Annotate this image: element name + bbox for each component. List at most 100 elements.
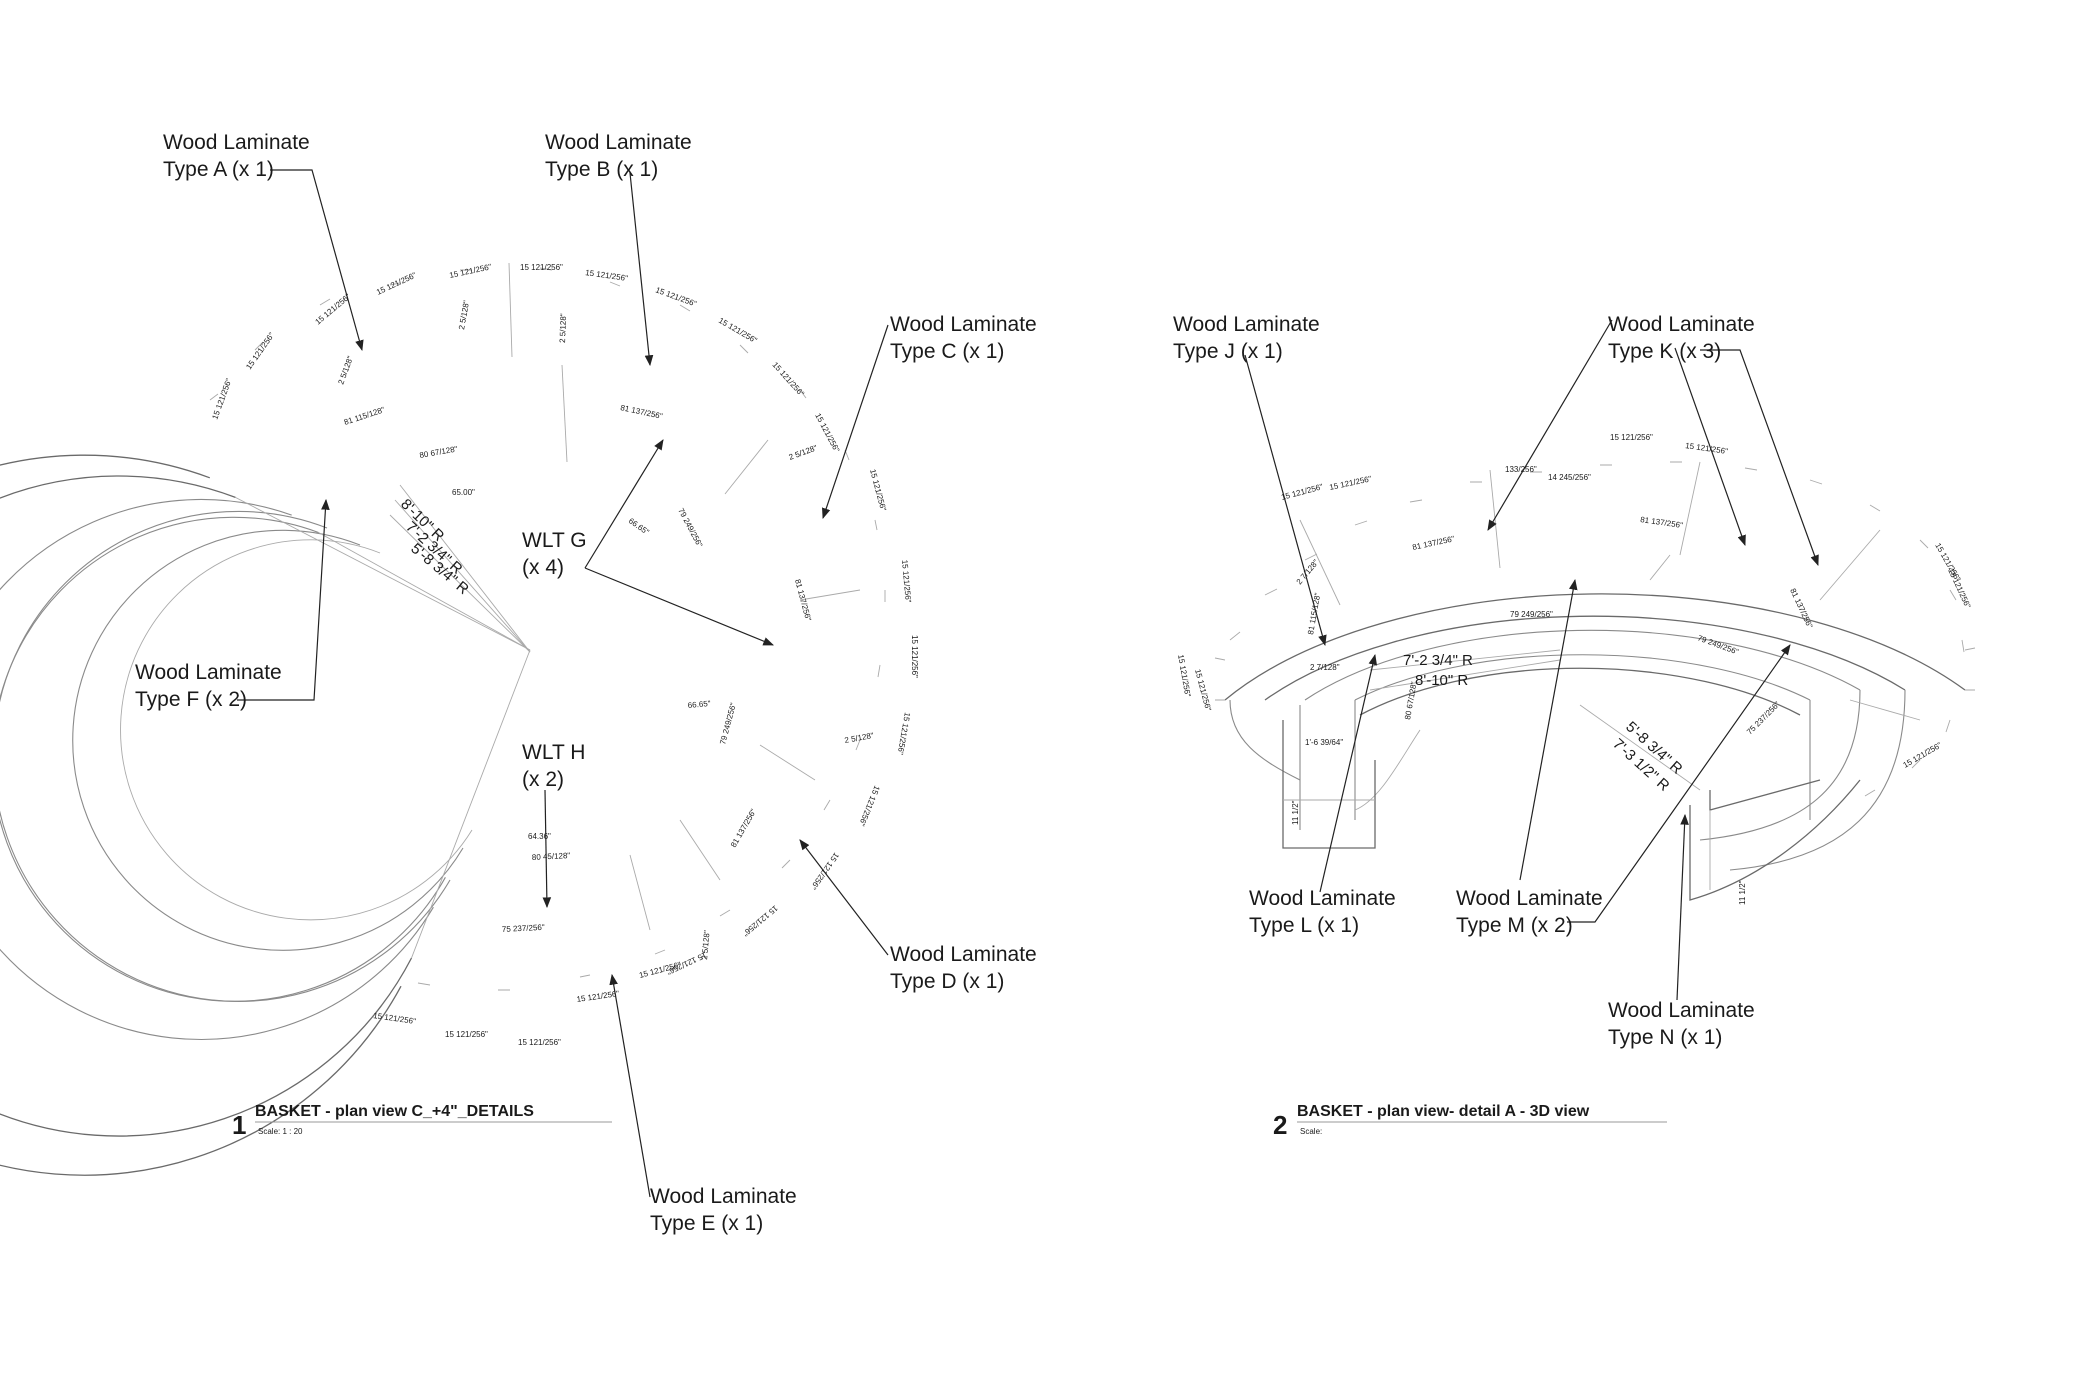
dim-seg: 15 121/256" [1329,474,1373,492]
dim-outer-right: 81 137/256" [793,578,813,622]
dim-joint: 2 5/128" [457,300,471,331]
svg-text:Wood Laminate: Wood Laminate [650,1185,797,1208]
callout-type-k: Wood Laminate Type K (x 3) [1608,313,1755,363]
svg-text:WLT H: WLT H [522,741,585,764]
callout-wlt-g: WLT G (x 4) [522,529,587,579]
dim-back: 133/256" [1505,465,1537,474]
dim-seg: 15 121/256" [654,285,698,308]
svg-text:Wood Laminate: Wood Laminate [1456,887,1603,910]
dim-seg: 15 121/256" [375,270,418,296]
dim-seg: 15 121/256" [771,360,806,398]
dim-seg: 15 121/256" [210,377,233,421]
dim-seg: 15 121/256" [576,989,620,1004]
dim-small: 2 7/128" [1310,663,1340,672]
dim-mid-top: 80 67/128" [419,444,459,460]
dim-seg: 15 121/256" [445,1030,488,1039]
dim-seg: 15 121/256" [518,1038,561,1047]
callout-type-f: Wood Laminate Type F (x 2) [135,661,282,711]
dim-inner-top: 65.00" [452,488,475,497]
dim-seg: 15 121/256" [1610,433,1653,442]
dim-outer-top: 81 137/256" [620,403,664,421]
dim-base: 75 237/256" [502,923,545,934]
svg-text:BASKET - plan view C_+4"_DETA: BASKET - plan view C_+4"_DETAILS [255,1103,534,1120]
dim-seg: 15 121/256" [449,262,493,280]
view-title-2: 2 BASKET - plan view- detail A - 3D view… [1273,1103,1667,1140]
callout-type-b: Wood Laminate Type B (x 1) [545,131,692,181]
dim-seg: 15 121/256" [520,263,563,272]
dim-seg: 15 121/256" [857,784,881,827]
svg-text:Scale:: Scale: [1300,1127,1322,1136]
callout-wlt-h: WLT H (x 2) [522,741,585,791]
dim-side: 75 237/256" [1745,700,1782,737]
plan-view-drawing [0,262,886,1176]
dim-seg: 15 121/256" [717,316,759,345]
3d-leaders [1244,319,1819,1001]
svg-text:(x 2): (x 2) [522,768,564,791]
dim-mid-bottom: 80 45/128" [532,851,571,862]
radius-label: 7'-2 3/4" R [1403,652,1473,669]
svg-text:(x 4): (x 4) [522,556,564,579]
svg-text:Type F (x 2): Type F (x 2) [135,688,247,711]
dim-height: 11 1/2" [1738,880,1747,905]
dim-inner-right: 66.65" [627,516,651,537]
svg-text:Wood Laminate: Wood Laminate [1173,313,1320,336]
dim-outer-bottom: 81 137/256" [729,807,758,849]
3d-dimensions: 15 121/256" 15 121/256" 15 121/256" 15 1… [1176,433,1973,905]
dim-mid-side: 79 249/256" [718,702,738,746]
dim-seg: 15 121/256" [910,635,919,678]
svg-text:Type N (x 1): Type N (x 1) [1608,1026,1722,1049]
dim-mid: 79 249/256" [1696,633,1740,656]
radius-label: 8'-10" R [1415,672,1468,689]
callout-type-e: Wood Laminate Type E (x 1) [650,1185,797,1235]
svg-text:Type E (x 1): Type E (x 1) [650,1212,763,1235]
view-title-1: 1 BASKET - plan view C_+4"_DETAILS Scale… [232,1103,612,1140]
callout-type-d: Wood Laminate Type D (x 1) [890,943,1037,993]
callout-type-j: Wood Laminate Type J (x 1) [1173,313,1320,363]
dim-seg: 15 121/256" [638,960,682,980]
svg-text:Wood Laminate: Wood Laminate [890,313,1037,336]
callout-type-m: Wood Laminate Type M (x 2) [1456,887,1603,937]
dim-seg: 15 121/256" [585,268,629,283]
dim-seg: 15 121/256" [1685,441,1729,456]
svg-text:Type L (x 1): Type L (x 1) [1249,914,1359,937]
svg-text:Type C (x 1): Type C (x 1) [890,340,1004,363]
3d-view-drawing [1214,461,1976,901]
dim-inner-bottom: 64.36" [528,832,551,841]
dim-seg: 15 121/256" [1193,668,1213,712]
dim-seg: 15 121/256" [813,412,841,454]
dim-height: 11 1/2" [1291,800,1300,825]
callout-type-l: Wood Laminate Type L (x 1) [1249,887,1396,937]
dim-seg: 15 121/256" [373,1011,417,1026]
dim-joint: 2 5/128" [788,443,819,462]
dim-seg: 15 121/256" [868,468,888,512]
svg-text:Wood Laminate: Wood Laminate [1249,887,1396,910]
dim-seg: 15 121/256" [1176,654,1192,698]
dim-outer: 81 137/256" [1640,515,1684,530]
dim-outer: 81 137/256" [1412,534,1456,552]
svg-text:Wood Laminate: Wood Laminate [1608,999,1755,1022]
dim-seg: 15 121/256" [314,292,353,327]
svg-text:Wood Laminate: Wood Laminate [1608,313,1755,336]
callout-type-n: Wood Laminate Type N (x 1) [1608,999,1755,1049]
dim-mid: 79 249/256" [1510,610,1553,619]
callout-type-a: Wood Laminate Type A (x 1) [163,131,310,181]
svg-text:BASKET - plan view- detail A: BASKET - plan view- detail A - 3D view [1297,1103,1590,1120]
svg-text:Scale: 1 : 20: Scale: 1 : 20 [258,1127,303,1136]
svg-text:Wood Laminate: Wood Laminate [545,131,692,154]
svg-text:Wood Laminate: Wood Laminate [163,131,310,154]
dim-joint: 2 5/128" [558,313,568,343]
dim-joint: 2 5/128" [700,930,712,960]
dim-seg: 15 121/256" [896,712,912,756]
dim-back: 14 245/256" [1548,473,1591,482]
dim-seg: 15 121/256" [1902,740,1944,769]
dim-seg: 15 121/256" [244,331,276,371]
svg-text:Type A (x 1): Type A (x 1) [163,158,274,181]
svg-text:1: 1 [232,1110,246,1140]
svg-text:Wood Laminate: Wood Laminate [890,943,1037,966]
dim-seg: 15 121/256" [1280,482,1324,502]
dim-seg: 15 121/256" [900,559,913,603]
svg-text:WLT G: WLT G [522,529,587,552]
dim-right: 81 137/256" [1788,587,1814,630]
svg-text:2: 2 [1273,1110,1287,1140]
dim-inner-mid: 66.65" [687,699,711,710]
